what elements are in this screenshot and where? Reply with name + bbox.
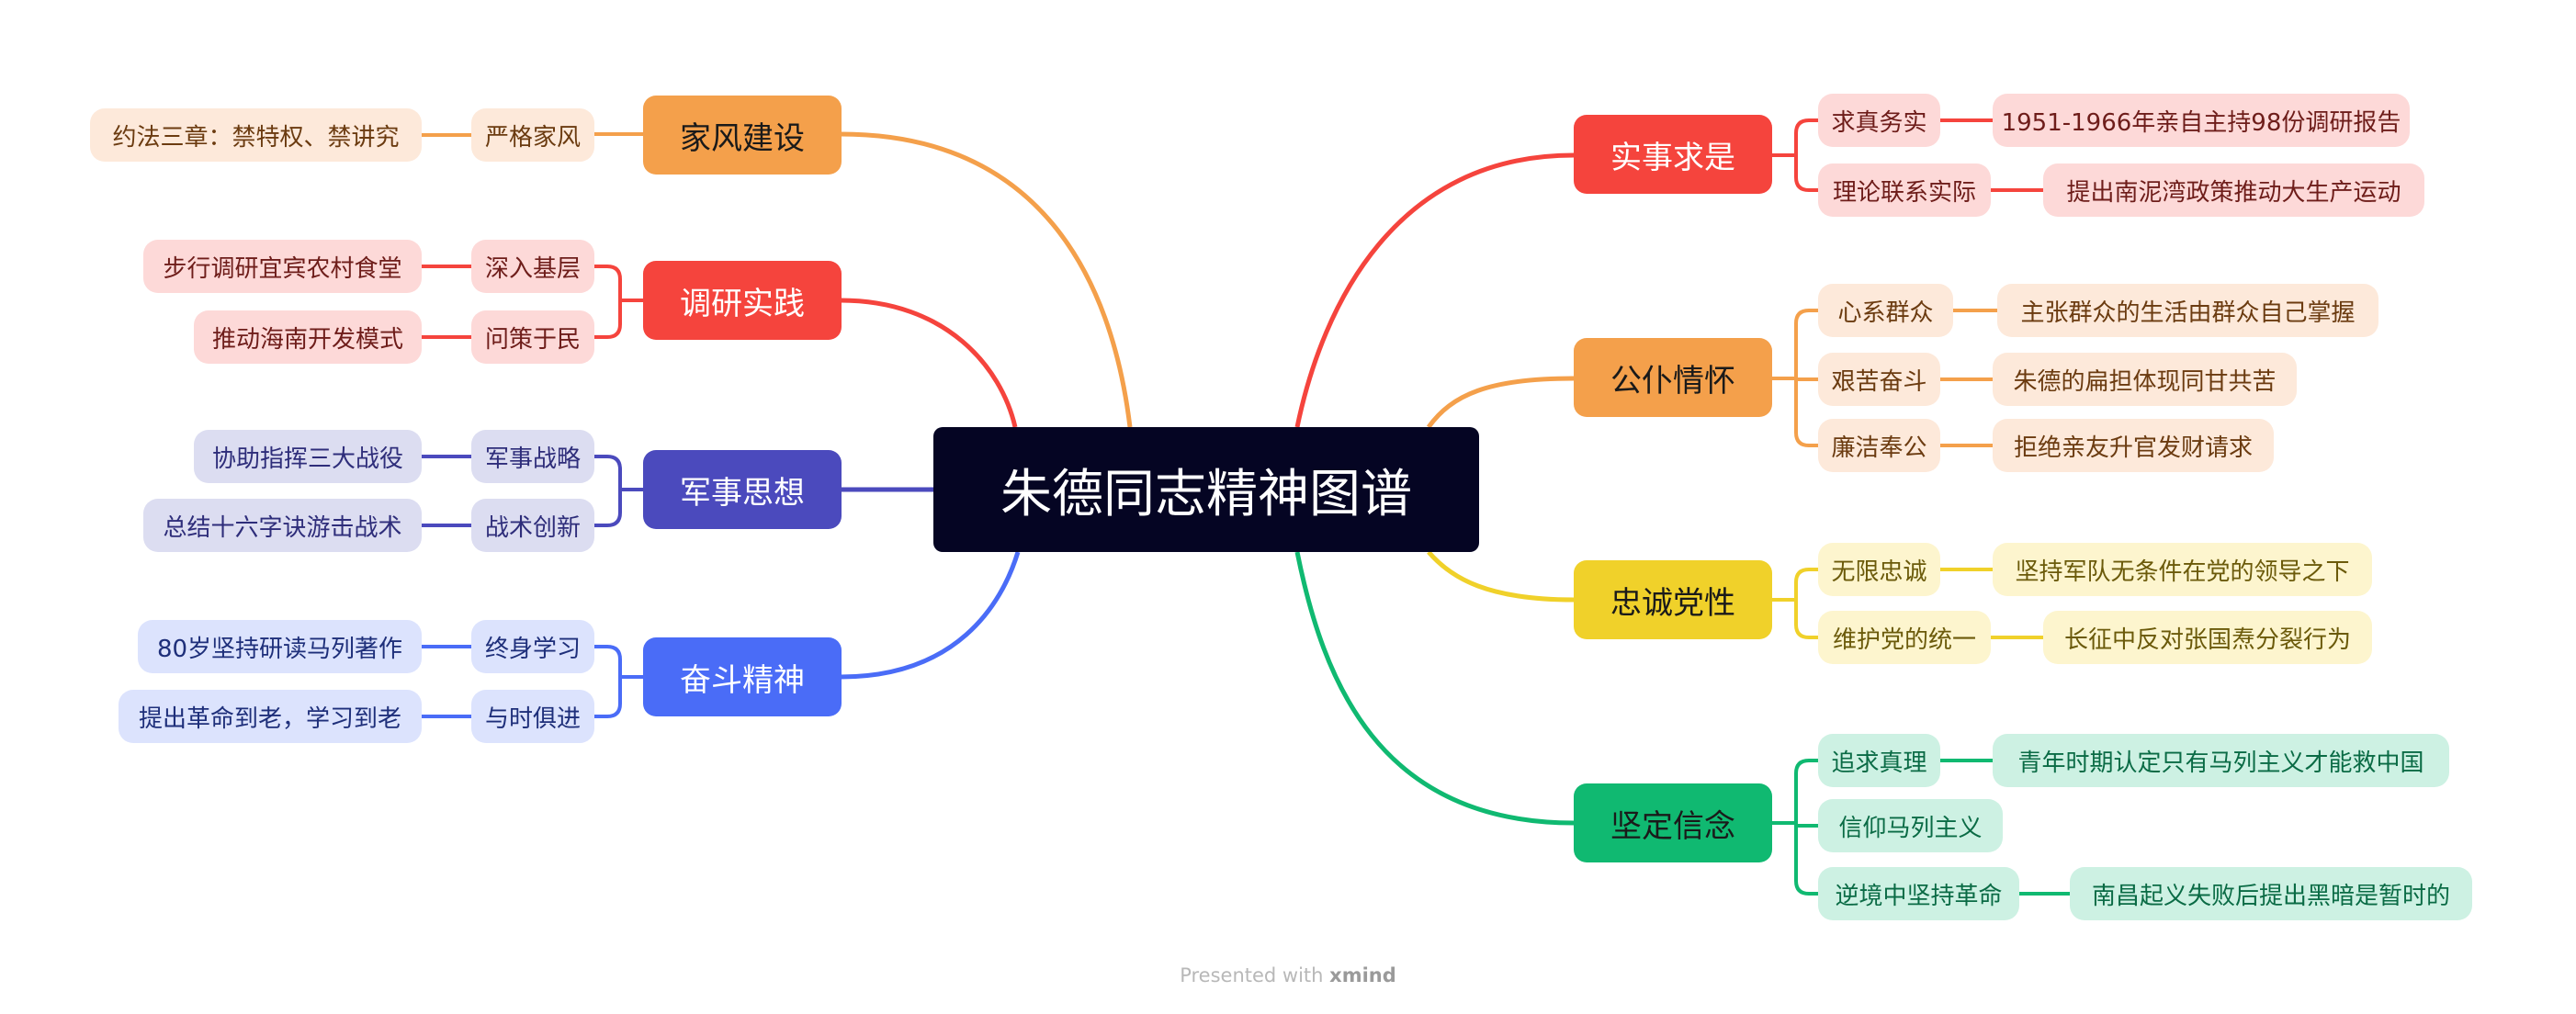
subtopic[interactable]: 逆境中坚持革命 (1818, 867, 2019, 920)
leaf-topic[interactable]: 朱德的扁担体现同甘共苦 (1993, 353, 2297, 406)
leaf-topic[interactable]: 协助指挥三大战役 (194, 430, 422, 483)
leaf-topic[interactable]: 提出革命到老，学习到老 (119, 690, 422, 743)
connector-fendou (840, 551, 1021, 680)
subtopic[interactable]: 心系群众 (1818, 284, 1953, 337)
subtopic[interactable]: 战术创新 (471, 499, 594, 552)
leaf-topic[interactable]: 总结十六字诀游击战术 (143, 499, 422, 552)
main-topic-jianding[interactable]: 坚定信念 (1574, 783, 1772, 862)
subtopic[interactable]: 艰苦奋斗 (1818, 353, 1940, 406)
leaf-topic[interactable]: 步行调研宜宾农村食堂 (143, 240, 422, 293)
main-topic-fendou[interactable]: 奋斗精神 (643, 637, 842, 716)
leaf-topic[interactable]: 长征中反对张国焘分裂行为 (2043, 611, 2372, 664)
leaf-topic[interactable]: 80岁坚持研读马列著作 (138, 620, 422, 673)
main-topic-junshi[interactable]: 军事思想 (643, 450, 842, 529)
subtopic[interactable]: 终身学习 (471, 620, 594, 673)
footer-credit: Presented with xmind (0, 964, 2576, 986)
main-topic-diaoyan[interactable]: 调研实践 (643, 261, 842, 340)
subtopic[interactable]: 求真务实 (1818, 94, 1940, 147)
subtopic[interactable]: 无限忠诚 (1818, 543, 1940, 596)
main-topic-zhongcheng[interactable]: 忠诚党性 (1574, 560, 1772, 639)
subtopic[interactable]: 维护党的统一 (1818, 611, 1991, 664)
connector-zhongcheng (1427, 550, 1575, 603)
subtopic[interactable]: 追求真理 (1818, 734, 1940, 787)
leaf-topic[interactable]: 推动海南开发模式 (194, 310, 422, 364)
connector-jiafeng (840, 131, 1133, 428)
main-topic-shishiqiushi[interactable]: 实事求是 (1574, 115, 1772, 194)
xmind-brand: xmind (1329, 964, 1396, 986)
connector-diaoyan (840, 298, 1018, 428)
main-topic-jiafeng[interactable]: 家风建设 (643, 96, 842, 175)
main-topic-gongpu[interactable]: 公仆情怀 (1574, 338, 1772, 417)
connector-shishi (1294, 152, 1575, 428)
subtopic[interactable]: 理论联系实际 (1818, 163, 1991, 217)
subtopic[interactable]: 廉洁奉公 (1818, 419, 1940, 472)
leaf-topic[interactable]: 约法三章：禁特权、禁讲究 (90, 108, 422, 162)
subtopic[interactable]: 与时俱进 (471, 690, 594, 743)
leaf-topic[interactable]: 坚持军队无条件在党的领导之下 (1993, 543, 2372, 596)
connector-gongpu (1426, 376, 1575, 429)
subtopic[interactable]: 信仰马列主义 (1818, 799, 2003, 852)
central-topic[interactable]: 朱德同志精神图谱 (933, 427, 1479, 552)
connector-jianding (1294, 551, 1575, 826)
subtopic[interactable]: 军事战略 (471, 430, 594, 483)
leaf-topic[interactable]: 南昌起义失败后提出黑暗是暂时的 (2070, 867, 2472, 920)
leaf-topic[interactable]: 提出南泥湾政策推动大生产运动 (2043, 163, 2424, 217)
subtopic[interactable]: 深入基层 (471, 240, 594, 293)
footer-prefix: Presented with (1180, 964, 1324, 986)
subtopic[interactable]: 严格家风 (471, 108, 594, 162)
leaf-topic[interactable]: 主张群众的生活由群众自己掌握 (1997, 284, 2378, 337)
leaf-topic[interactable]: 拒绝亲友升官发财请求 (1993, 419, 2274, 472)
leaf-topic[interactable]: 青年时期认定只有马列主义才能救中国 (1993, 734, 2449, 787)
leaf-topic[interactable]: 1951-1966年亲自主持98份调研报告 (1993, 94, 2410, 147)
subtopic[interactable]: 问策于民 (471, 310, 594, 364)
